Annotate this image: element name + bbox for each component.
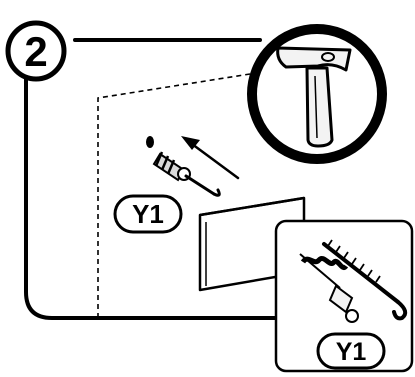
hook-screw-icon [184, 174, 221, 197]
wall-plug-icon [152, 151, 191, 182]
step-number: 2 [24, 28, 47, 75]
step-number-badge: 2 [5, 20, 67, 82]
part-label-main: Y1 [113, 194, 183, 234]
detail-hook-screw-icon [322, 239, 408, 321]
arrow-icon [181, 136, 240, 180]
main-frame [24, 38, 284, 320]
detail-wall-plug-icon [299, 253, 359, 323]
part-label-detail: Y1 [316, 332, 386, 370]
wall-outline-dashed [97, 73, 251, 318]
drill-hole-mark [146, 136, 154, 148]
hammer-icon [247, 24, 387, 164]
part-label-detail-text: Y1 [336, 338, 367, 366]
part-label-main-text: Y1 [132, 199, 164, 229]
